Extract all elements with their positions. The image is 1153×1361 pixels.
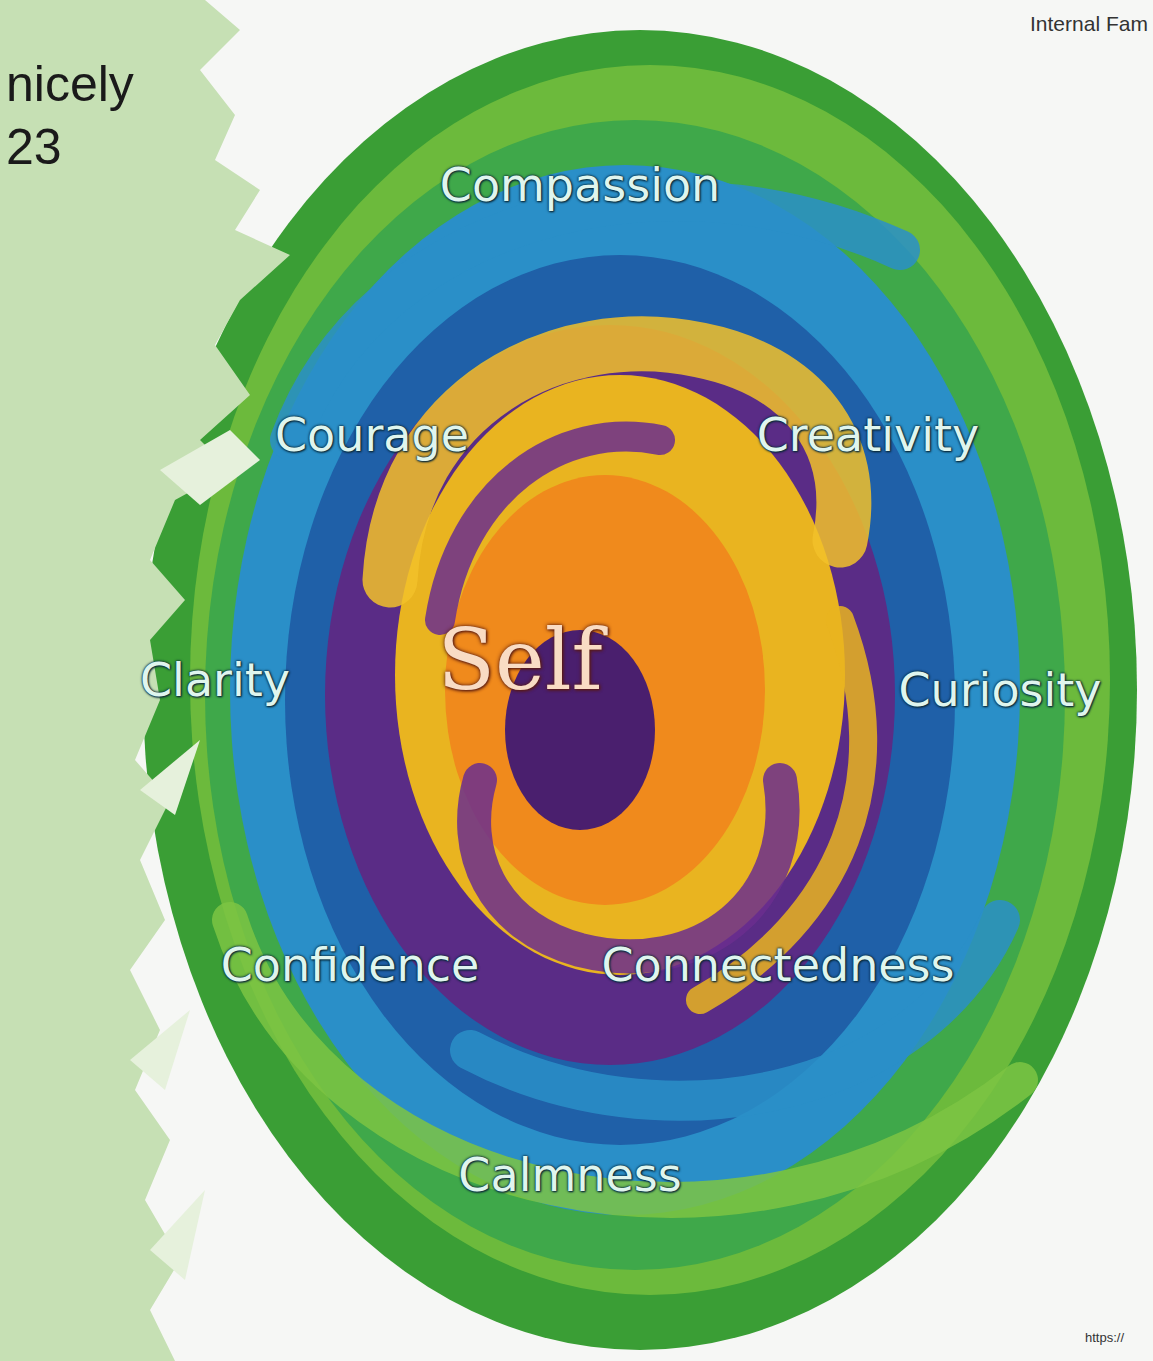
center-word: Self — [437, 611, 602, 709]
quality-word: Curiosity — [898, 663, 1101, 717]
torn-edge-streak — [160, 430, 260, 505]
torn-panel-shape — [0, 0, 290, 1361]
swirl-stroke — [290, 201, 900, 440]
torn-edge-streak — [140, 740, 200, 815]
quality-word: Calmness — [458, 1148, 681, 1202]
swirl-stroke — [440, 437, 660, 620]
swirl-ring — [190, 65, 1110, 1295]
source-title: Internal Fam — [1030, 12, 1148, 36]
quality-word: Confidence — [221, 938, 480, 992]
slide-text: nicely — [6, 55, 134, 113]
quality-word: Courage — [275, 408, 469, 462]
quality-word: Creativity — [757, 408, 980, 462]
swirl-stroke — [470, 920, 1000, 1101]
swirl-ring — [395, 375, 845, 975]
torn-edge-streak — [150, 1190, 205, 1280]
torn-edge-streak — [130, 1010, 190, 1090]
swirl-ring — [285, 255, 955, 1145]
swirl-ring — [143, 30, 1137, 1350]
source-url: https:// — [1085, 1330, 1124, 1345]
swirl-stroke — [474, 780, 782, 956]
quality-word: Compassion — [440, 158, 720, 212]
quality-word: Connectedness — [601, 938, 954, 992]
quality-word: Clarity — [140, 653, 290, 707]
slide-number: 23 — [6, 118, 62, 176]
self-swirl-circle: CompassionCourage CreativityClarity SelfCu… — [140, 20, 1140, 1350]
